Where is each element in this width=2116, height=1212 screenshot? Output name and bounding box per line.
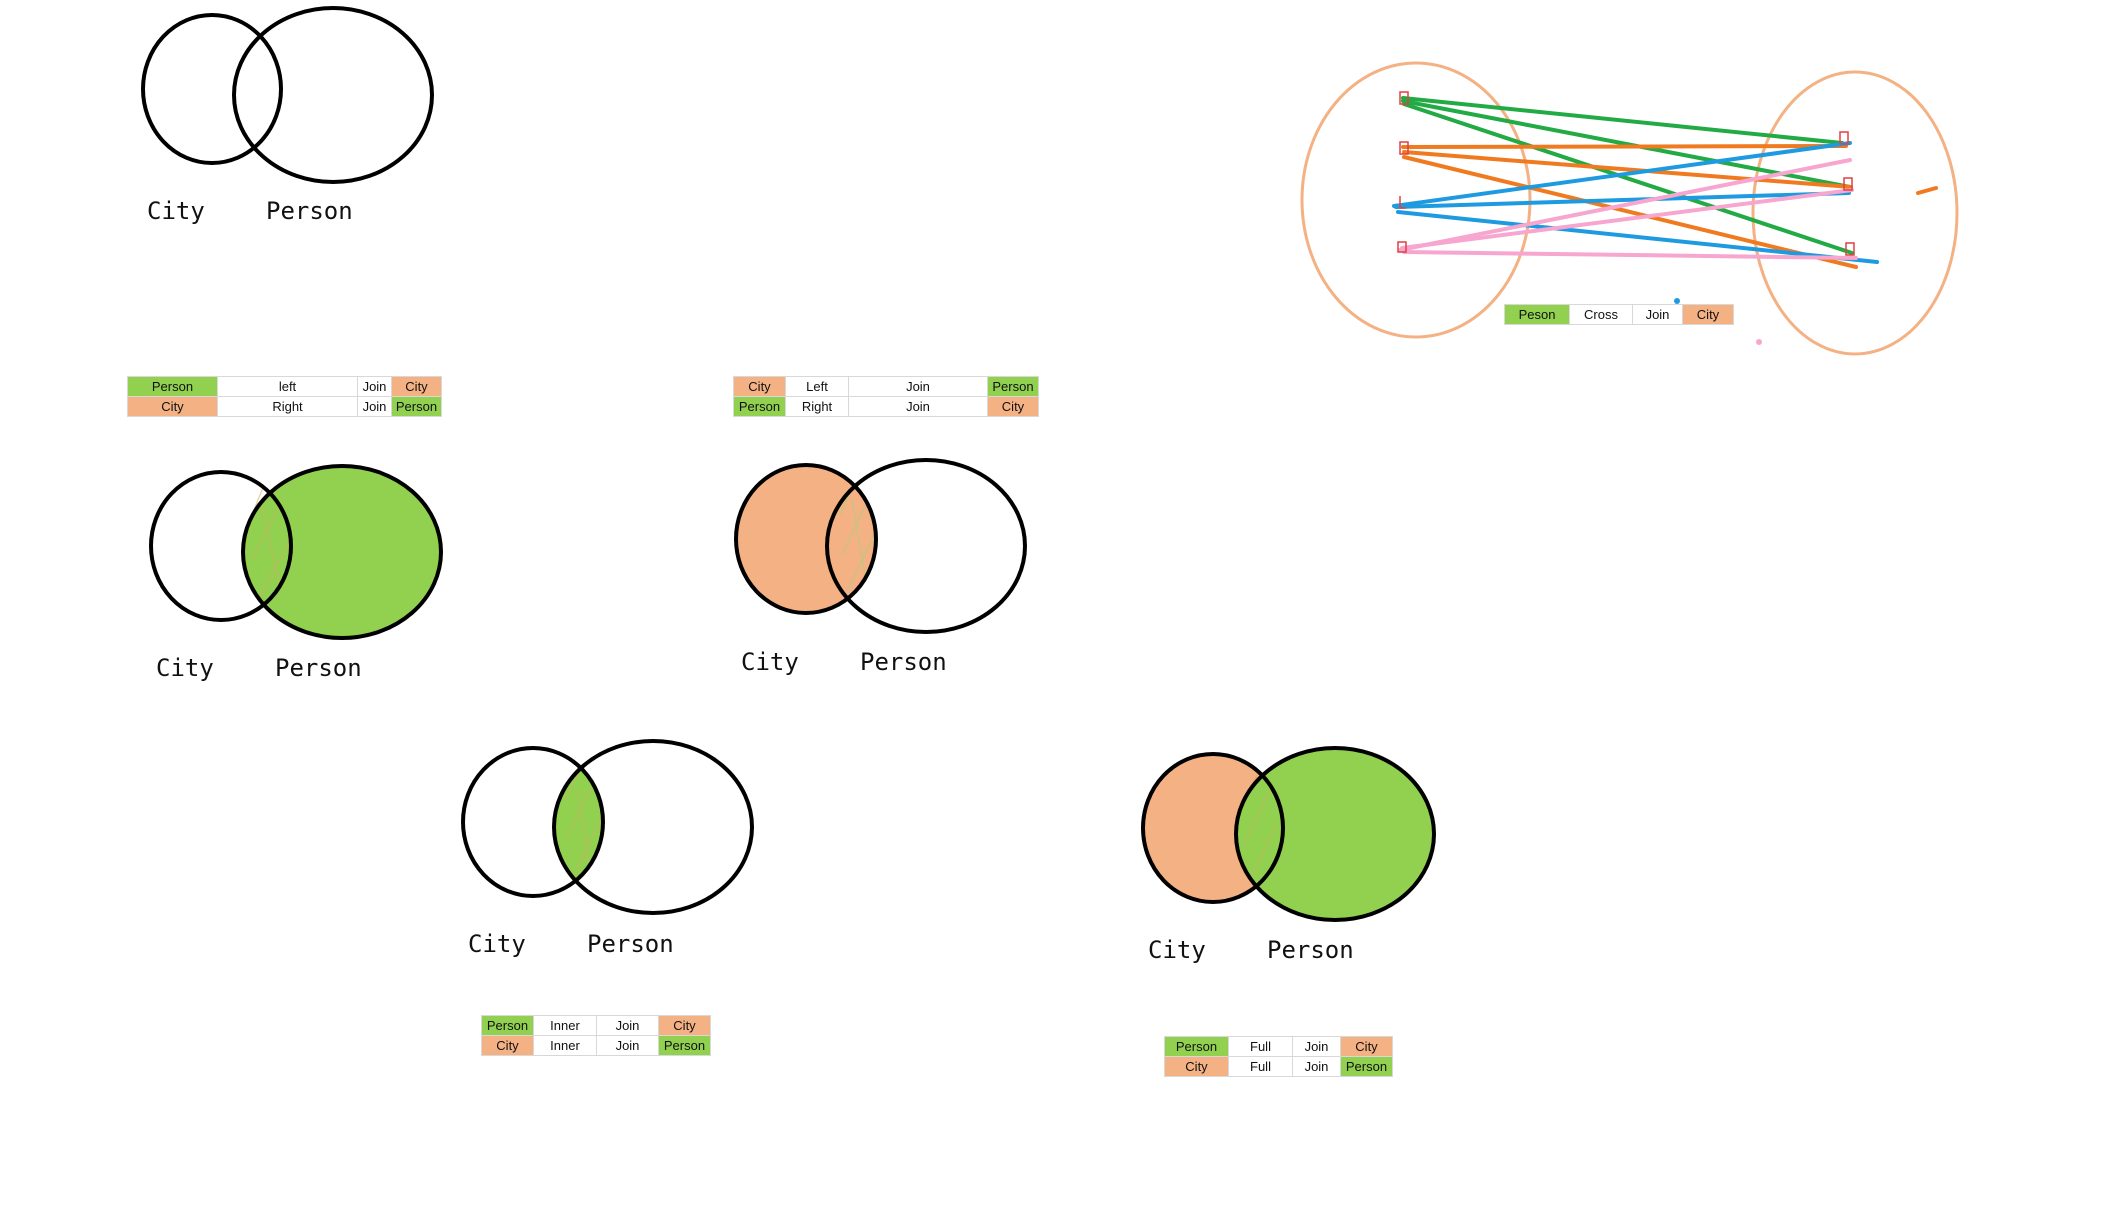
- venn-right-person-label: Person: [275, 654, 362, 682]
- venn-full-person-fill: [1236, 748, 1434, 920]
- venn-right-hatch: [249, 472, 291, 601]
- cross-markers: [1397, 91, 1855, 256]
- table-cell: Person: [658, 1035, 711, 1056]
- table-cell: City: [391, 376, 442, 397]
- venn-blank-person-circle: [232, 6, 434, 184]
- venn-left-city-label: City: [741, 648, 799, 676]
- table-cell: City: [127, 396, 218, 417]
- cross-lines-blue: [1392, 141, 1879, 264]
- venn-right-city-label: City: [156, 654, 214, 682]
- table-row: Person left Join City: [127, 376, 442, 397]
- table-cell: Inner: [533, 1015, 597, 1036]
- table-cell: City: [1164, 1056, 1229, 1077]
- table-cell: Join: [357, 396, 392, 417]
- table-cell: City: [733, 376, 786, 397]
- table-cell: Person: [1164, 1036, 1229, 1057]
- table-row: City Right Join Person: [127, 396, 442, 417]
- table-row: Peson Cross Join City: [1504, 304, 1734, 325]
- venn-full-city-circle: [1141, 752, 1285, 904]
- table-cell: Join: [1632, 304, 1683, 325]
- venn-inner-city-label: City: [468, 930, 526, 958]
- table-row: City Inner Join Person: [481, 1035, 711, 1056]
- venn-left-person-circle: [825, 458, 1027, 634]
- venn-full-city-label: City: [1148, 936, 1206, 964]
- table-cell: City: [987, 396, 1039, 417]
- table-cell: City: [1682, 304, 1734, 325]
- venn-right-city-circle: [149, 470, 293, 622]
- table-cell: Join: [596, 1035, 659, 1056]
- venn-right-join: [149, 464, 443, 640]
- venn-inner-city-circle: [461, 746, 605, 898]
- table-cell: Inner: [533, 1035, 597, 1056]
- venn-full-person-label: Person: [1267, 936, 1354, 964]
- table-cell: Join: [1292, 1036, 1341, 1057]
- left-join-table: City Left Join Person Person Right Join …: [733, 376, 1039, 417]
- table-cell: Person: [481, 1015, 534, 1036]
- table-cell: Person: [733, 396, 786, 417]
- table-cell: Join: [848, 396, 988, 417]
- table-row: Person Right Join City: [733, 396, 1039, 417]
- venn-left-join: [734, 458, 1027, 634]
- table-row: Person Inner Join City: [481, 1015, 711, 1036]
- venn-right-person-fill: [243, 466, 441, 638]
- cross-left-ellipse: [1300, 61, 1532, 339]
- table-cell: Person: [1340, 1056, 1393, 1077]
- table-row: City Left Join Person: [733, 376, 1039, 397]
- table-cell: Person: [127, 376, 218, 397]
- table-cell: Full: [1228, 1036, 1293, 1057]
- cross-join-table: Peson Cross Join City: [1504, 304, 1734, 325]
- full-join-table: Person Full Join City City Full Join Per…: [1164, 1036, 1393, 1077]
- venn-left-city-circle: [734, 463, 878, 615]
- table-cell: Full: [1228, 1056, 1293, 1077]
- cross-dot-blue: [1674, 298, 1680, 304]
- table-cell: Peson: [1504, 304, 1570, 325]
- table-cell: Left: [785, 376, 849, 397]
- venn-inner-person-label: Person: [587, 930, 674, 958]
- venn-blank-person-label: Person: [266, 197, 353, 225]
- table-cell: Cross: [1569, 304, 1633, 325]
- venn-blank-city-label: City: [147, 197, 205, 225]
- table-cell: Person: [987, 376, 1039, 397]
- table-cell: Join: [596, 1015, 659, 1036]
- table-cell: left: [217, 376, 358, 397]
- table-cell: City: [1340, 1036, 1393, 1057]
- venn-blank-city-circle: [141, 13, 283, 165]
- venn-inner-join: [461, 739, 754, 915]
- cross-dot-pink: [1756, 339, 1762, 345]
- table-cell: Right: [217, 396, 358, 417]
- table-cell: Person: [391, 396, 442, 417]
- table-row: City Full Join Person: [1164, 1056, 1393, 1077]
- venn-blank: [141, 6, 434, 184]
- table-cell: Join: [357, 376, 392, 397]
- venn-left-person-label: Person: [860, 648, 947, 676]
- right-join-table: Person left Join City City Right Join Pe…: [127, 376, 442, 417]
- cross-right-ellipse: [1751, 70, 1959, 356]
- venn-full-join: [1141, 746, 1436, 922]
- venn-full-person-circle: [1234, 746, 1436, 922]
- cross-join-diagram: [1300, 61, 1959, 356]
- table-cell: Join: [848, 376, 988, 397]
- venn-inner-person-circle: [552, 739, 754, 915]
- table-cell: City: [481, 1035, 534, 1056]
- cross-lines-orange: [1401, 144, 1938, 269]
- table-cell: City: [658, 1015, 711, 1036]
- inner-join-table: Person Inner Join City City Inner Join P…: [481, 1015, 711, 1056]
- table-row: Person Full Join City: [1164, 1036, 1393, 1057]
- table-cell: Join: [1292, 1056, 1341, 1077]
- cross-lines-green: [1401, 96, 1854, 255]
- cross-lines-pink: [1398, 158, 1858, 260]
- table-cell: Right: [785, 396, 849, 417]
- venn-right-person-circle: [241, 464, 443, 640]
